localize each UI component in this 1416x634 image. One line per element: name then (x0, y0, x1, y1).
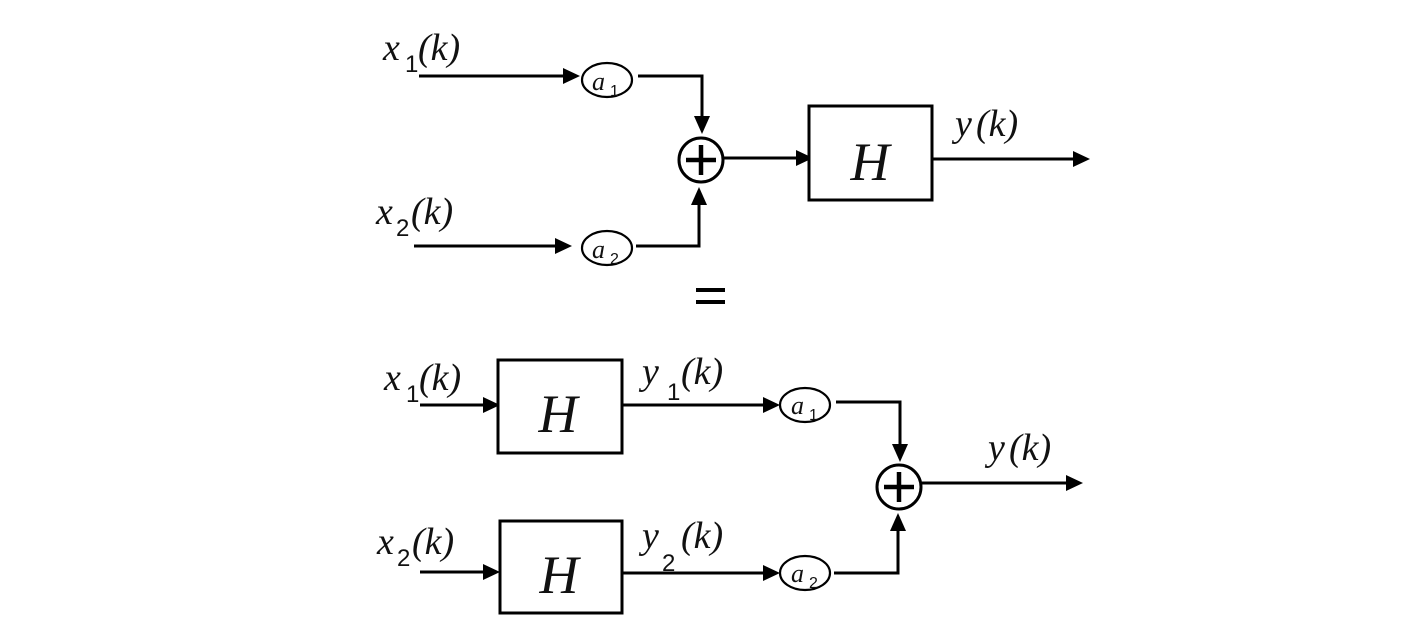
bottom-intermediate-y1-label: y 1 (k) (638, 351, 723, 406)
top-system-h: H (807, 104, 934, 202)
svg-text:y: y (984, 427, 1005, 469)
svg-text:(k): (k) (681, 351, 723, 393)
bottom-gain-a2: a 2 (778, 554, 832, 592)
svg-text:a: a (592, 67, 605, 96)
bottom-gain-a1: a 1 (778, 386, 832, 424)
svg-text:1: 1 (406, 381, 419, 408)
svg-text:H: H (538, 384, 581, 444)
svg-text:1: 1 (610, 83, 619, 100)
bottom-wire-a2-to-sum (834, 530, 900, 575)
top-wire-a1-to-sum (638, 74, 704, 118)
bottom-summing-junction (875, 463, 923, 511)
svg-text:(k): (k) (1009, 427, 1051, 469)
svg-text:x: x (383, 357, 401, 399)
svg-text:(k): (k) (411, 191, 453, 233)
svg-text:a: a (791, 391, 804, 420)
svg-text:(k): (k) (412, 521, 454, 563)
arrowhead (483, 564, 500, 580)
top-gain-a2: a 2 (580, 229, 634, 268)
arrowhead (890, 513, 906, 531)
svg-text:(k): (k) (418, 27, 460, 69)
svg-text:2: 2 (809, 575, 818, 592)
svg-text:H: H (850, 132, 893, 192)
arrowhead (892, 444, 908, 462)
svg-text:1: 1 (667, 379, 680, 406)
bottom-intermediate-y2-label: y 2 (k) (638, 515, 723, 577)
svg-text:2: 2 (610, 251, 619, 268)
svg-text:2: 2 (662, 550, 675, 577)
svg-text:1: 1 (809, 407, 818, 424)
svg-text:a: a (791, 559, 804, 588)
top-input-x1-label: x 1 (k) (382, 27, 460, 78)
top-summing-junction (677, 136, 725, 184)
bottom-system-h2: H (498, 519, 624, 615)
equals-sign (696, 288, 725, 304)
arrowhead (691, 187, 707, 205)
top-input-x2-label: x 2 (k) (375, 191, 453, 242)
arrowhead (555, 238, 572, 254)
svg-text:y: y (638, 351, 659, 393)
top-gain-a1: a 1 (580, 61, 634, 100)
bottom-output-label: y (k) (984, 427, 1051, 469)
svg-text:(k): (k) (419, 357, 461, 399)
arrowhead (1073, 151, 1090, 167)
svg-text:a: a (592, 235, 605, 264)
svg-text:x: x (376, 521, 394, 563)
arrowhead (763, 565, 780, 581)
bottom-wire-a1-to-sum (836, 400, 902, 446)
top-wire-a2-to-sum (636, 204, 701, 248)
bottom-input-x2-label: x 2 (k) (376, 521, 454, 572)
top-output-label: y (k) (951, 103, 1018, 145)
arrowhead (483, 397, 500, 413)
arrowhead (763, 397, 780, 413)
bottom-system-h1: H (496, 358, 624, 455)
top-diagram: x 1 (k) a 1 x 2 (k) a 2 (375, 27, 1090, 268)
svg-text:2: 2 (396, 215, 409, 242)
svg-text:y: y (638, 515, 659, 557)
svg-text:x: x (375, 191, 393, 233)
arrowhead (694, 116, 710, 134)
arrowhead (1066, 475, 1083, 491)
arrowhead (563, 68, 580, 84)
svg-text:(k): (k) (681, 515, 723, 557)
svg-text:(k): (k) (976, 103, 1018, 145)
bottom-input-x1-label: x 1 (k) (383, 357, 461, 408)
svg-text:x: x (382, 27, 400, 69)
svg-text:1: 1 (405, 51, 418, 78)
svg-text:y: y (951, 103, 972, 145)
arrowhead (796, 150, 813, 166)
svg-text:2: 2 (397, 545, 410, 572)
bottom-diagram: x 1 (k) H y 1 (k) a 1 x 2 (k) (376, 351, 1083, 615)
svg-text:H: H (539, 545, 582, 605)
